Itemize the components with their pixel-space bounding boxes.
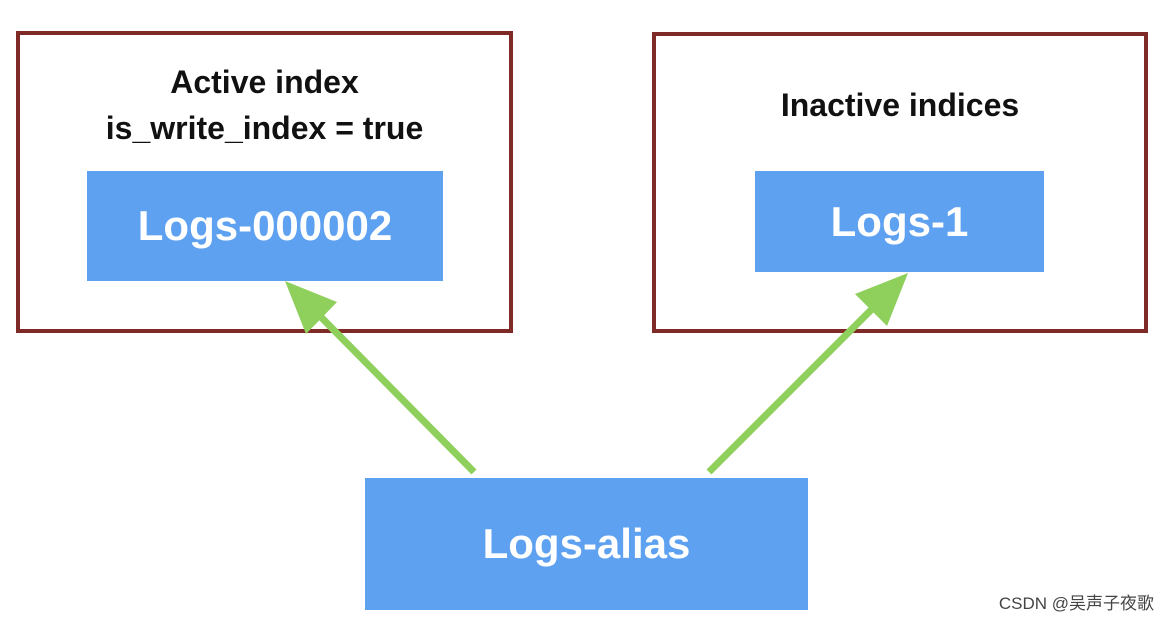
- active-index-title-line2: is_write_index = true: [105, 110, 424, 146]
- arrow-alias-to-active-head: [285, 281, 337, 334]
- arrow-alias-to-active: [285, 281, 477, 475]
- inactive-indices-title: Inactive indices: [780, 87, 1020, 123]
- arrow-alias-to-active-shaft: [311, 307, 477, 475]
- active-index-title: Active index is_write_index = true: [20, 59, 509, 151]
- arrow-alias-to-inactive: [706, 273, 908, 475]
- arrow-alias-to-inactive-shaft: [706, 300, 881, 475]
- index-box-logs-1: Logs-1: [755, 171, 1044, 272]
- active-index-title-line1: Active index: [170, 64, 359, 100]
- arrow-alias-to-inactive-head: [855, 273, 908, 326]
- index-box-logs-000002: Logs-000002: [87, 171, 443, 281]
- alias-box-logs-alias: Logs-alias: [365, 478, 808, 610]
- watermark: CSDN @吴声子夜歌: [998, 594, 1154, 613]
